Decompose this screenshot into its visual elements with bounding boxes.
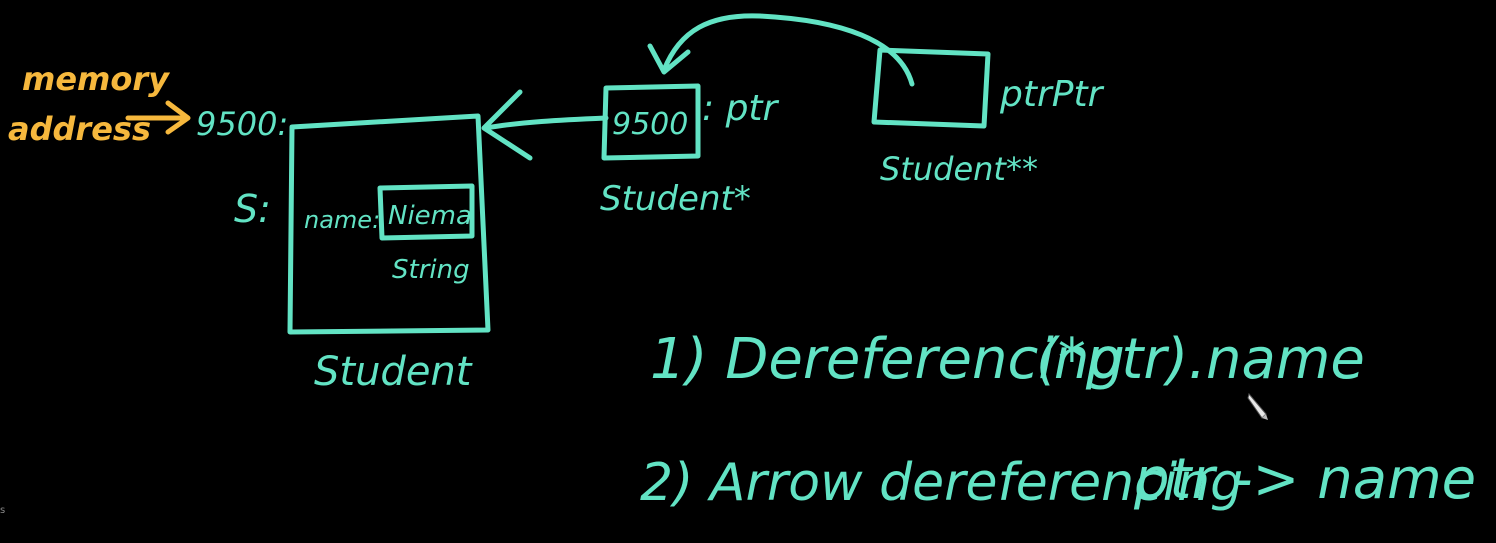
student-box bbox=[287, 113, 491, 335]
annotation-arrow bbox=[125, 100, 191, 135]
method-1-code: (*ptr).name bbox=[1036, 327, 1365, 392]
ptr-box bbox=[601, 83, 701, 161]
ptrptr-name: ptrPtr bbox=[999, 74, 1105, 115]
ptr-to-student-arrow bbox=[481, 89, 609, 161]
field-value: Niema bbox=[388, 201, 472, 231]
method-2-code: ptr -> name bbox=[1133, 447, 1476, 512]
method-2-label: 2) Arrow dereferencing bbox=[640, 453, 1243, 513]
ptr-value: 9500 bbox=[612, 107, 688, 142]
memory-address-label: 9500: bbox=[196, 105, 288, 143]
variable-name-s: S: bbox=[234, 187, 271, 231]
annotation-line-1: memory bbox=[22, 60, 170, 98]
student-object: 9500: S: name: Niema String Student bbox=[196, 105, 491, 395]
field-name-label: name: bbox=[304, 206, 380, 234]
methods-list: 1) Dereferencing (*ptr).name 2) Arrow de… bbox=[640, 327, 1476, 513]
ptr-type-label: Student* bbox=[600, 179, 751, 219]
method-1-label: 1) Dereferencing bbox=[650, 327, 1125, 392]
student-type-label: Student bbox=[314, 349, 473, 395]
ptrptr-to-ptr-arrow bbox=[647, 13, 915, 87]
ptrptr-type-label: Student** bbox=[880, 150, 1038, 188]
pen-cursor-icon bbox=[1247, 392, 1268, 420]
ptr-variable: 9500 : ptr Student* bbox=[481, 83, 780, 219]
field-type-label: String bbox=[392, 255, 470, 285]
field-value-box bbox=[377, 183, 475, 241]
memory-address-annotation: memory address bbox=[8, 60, 191, 148]
ptrptr-variable: ptrPtr Student** bbox=[647, 13, 1105, 188]
ptrptr-box bbox=[871, 47, 991, 129]
corner-text: s bbox=[0, 505, 6, 516]
ptr-name: : ptr bbox=[702, 88, 780, 129]
